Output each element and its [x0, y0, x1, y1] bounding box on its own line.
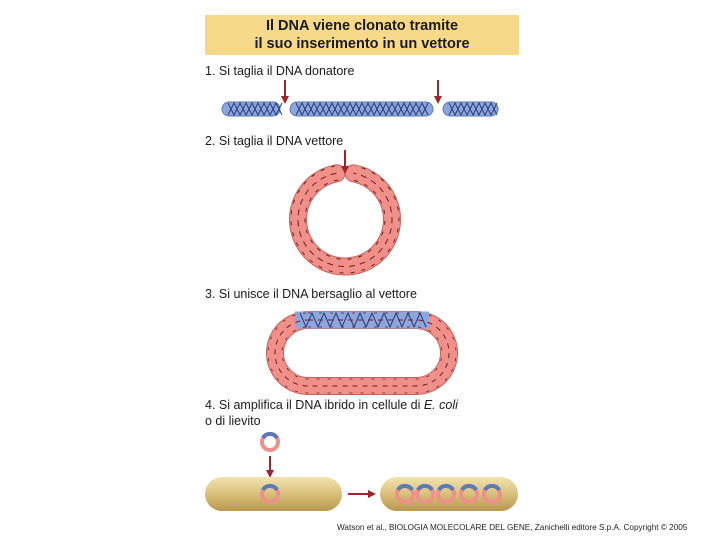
amplified-plasmid [395, 483, 415, 504]
amplified-plasmid [459, 483, 479, 504]
title-line-1: Il DNA viene clonato tramite [265, 18, 459, 34]
step-4-label-line-2: o di lievito [205, 414, 261, 428]
donor-dna-segment-left [221, 101, 283, 117]
host-cell-after [380, 477, 518, 511]
title-line-2: il suo inserimento in un vettore [254, 36, 470, 52]
vector-plasmid-cut [289, 164, 401, 276]
step-1-label: 1. Si taglia il DNA donatore [205, 64, 355, 78]
amplified-plasmid [415, 483, 435, 504]
donor-dna-segment-middle [289, 101, 434, 117]
amplified-plasmid [436, 483, 456, 504]
step-4-text: 4. Si amplifica il DNA ibrido in cellule… [205, 398, 424, 412]
host-cell-before [205, 477, 342, 511]
copyright-credit: Watson et al., BIOLOGIA MOLECOLARE DEL G… [337, 523, 688, 532]
step-2-label: 2. Si taglia il DNA vettore [205, 134, 344, 148]
title-box: Il DNA viene clonato tramite il suo inse… [205, 15, 519, 55]
step-4-organism: E. coli [423, 398, 458, 412]
amplified-plasmid [482, 483, 502, 504]
recombinant-plasmid [266, 311, 458, 395]
small-plasmid [260, 431, 280, 452]
step-3-label: 3. Si unisce il DNA bersaglio al vettore [205, 287, 417, 301]
step-4-label: 4. Si amplifica il DNA ibrido in cellule… [205, 398, 458, 413]
donor-dna-segment-right [442, 101, 499, 117]
